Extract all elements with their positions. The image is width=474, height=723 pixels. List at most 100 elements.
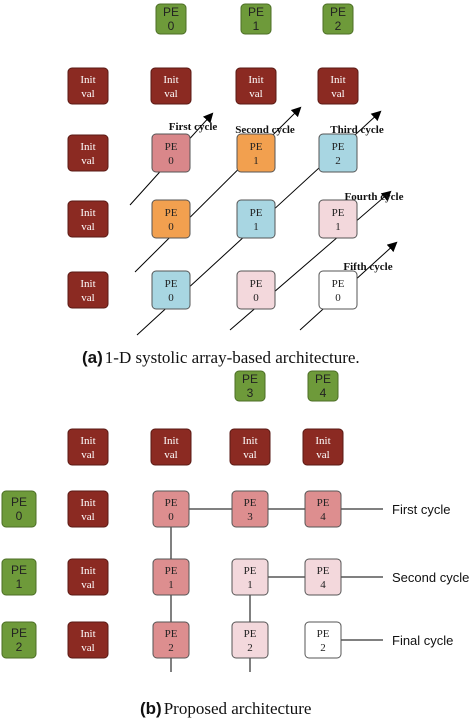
pe-b-2-1-line1: PE (165, 628, 178, 640)
init-val-b-2-0 (67, 621, 109, 659)
pe-b-2-2-line2: 2 (247, 642, 253, 654)
init-val-b-2-0-line1: Init (80, 628, 95, 640)
pe-a-2-1-line1: PE (165, 207, 178, 219)
top-pe-1-line2: 1 (253, 19, 260, 33)
caption-a-text: 1-D systolic array-based architecture. (105, 348, 360, 367)
init-val-a-0-1-line1: Init (163, 74, 178, 86)
pe-b-0-2 (231, 490, 269, 528)
pe-a-1-1 (151, 133, 191, 173)
pe-a-3-1-line1: PE (165, 278, 178, 290)
pe-a-2-2-line2: 1 (253, 221, 259, 233)
pe-b-0-1 (152, 490, 190, 528)
pe-b-1-2 (231, 558, 269, 596)
left-pe-b-0-line1: PE (11, 495, 27, 509)
pe-a-2-1 (151, 199, 191, 239)
pe-b-1-3 (304, 558, 342, 596)
top-pe-0 (155, 3, 187, 35)
init-val-a-0-0 (67, 67, 109, 105)
pe-a-1-3-line2: 2 (335, 155, 341, 167)
pe-a-1-2 (236, 133, 276, 173)
left-pe-b-2-line2: 2 (16, 640, 23, 654)
pe-b-1-2-line2: 1 (247, 579, 253, 591)
pe-b-0-3-line1: PE (317, 497, 330, 509)
init-val-a-0-3-line1: Init (330, 74, 345, 86)
cycle-label-a-1: Second cycle (235, 124, 295, 136)
top-pe-b-1-line2: 4 (320, 386, 327, 400)
init-val-a-0-0-line2: val (81, 88, 94, 100)
pe-b-2-2-line1: PE (244, 628, 257, 640)
init-val-b-top-0-line1: Init (80, 435, 95, 447)
pe-a-2-3-line1: PE (332, 207, 345, 219)
pe-b-2-1-line2: 2 (168, 642, 174, 654)
pe-a-3-2-line1: PE (250, 278, 263, 290)
pe-b-1-1 (152, 558, 190, 596)
caption-b: (b)Proposed architecture (140, 699, 311, 718)
init-val-b-1-0 (67, 558, 109, 596)
pe-a-3-1-line2: 0 (168, 292, 174, 304)
init-val-a-2-0 (67, 200, 109, 238)
init-val-a-1-0-line2: val (81, 155, 94, 167)
init-val-b-top-0 (67, 428, 109, 466)
pe-a-1-3 (318, 133, 358, 173)
top-pe-b-0-line1: PE (242, 372, 258, 386)
pe-b-0-1-line1: PE (165, 497, 178, 509)
pe-b-2-3-line2: 2 (320, 642, 326, 654)
left-pe-b-2-line1: PE (11, 626, 27, 640)
top-pe-0-line2: 0 (168, 19, 175, 33)
pe-a-2-3 (318, 199, 358, 239)
cycle-label-b-0: First cycle (392, 502, 451, 517)
pe-b-1-3-line2: 4 (320, 579, 326, 591)
init-val-b-top-3-line2: val (316, 449, 329, 461)
pe-b-0-1-line2: 0 (168, 511, 174, 523)
top-pe-1-line1: PE (248, 5, 264, 19)
init-val-a-0-3 (317, 67, 359, 105)
cycle-label-b-2: Final cycle (392, 633, 453, 648)
pe-b-0-3 (304, 490, 342, 528)
caption-a: (a)1-D systolic array-based architecture… (82, 348, 360, 367)
pe-a-1-3-line1: PE (332, 141, 345, 153)
init-val-b-0-0-line2: val (81, 511, 94, 523)
pe-a-1-1-line2: 0 (168, 155, 174, 167)
init-val-b-top-2-line1: Init (242, 435, 257, 447)
pe-a-3-3 (318, 270, 358, 310)
boxes-layer (1, 3, 359, 659)
pe-a-1-1-line1: PE (165, 141, 178, 153)
left-pe-b-1-line1: PE (11, 563, 27, 577)
pe-a-3-1 (151, 270, 191, 310)
init-val-a-3-0-line2: val (81, 292, 94, 304)
pe-b-2-1 (152, 621, 190, 659)
pe-a-2-2-line1: PE (250, 207, 263, 219)
init-val-a-2-0-line2: val (81, 221, 94, 233)
left-pe-b-0 (1, 490, 37, 528)
pe-b-1-1-line1: PE (165, 565, 178, 577)
cycle-label-a-2: Third cycle (330, 124, 384, 136)
cycle-label-a-3: Fourth cycle (345, 191, 404, 203)
init-val-a-3-0-line1: Init (80, 278, 95, 290)
pe-b-0-2-line1: PE (244, 497, 257, 509)
init-val-b-top-1-line2: val (164, 449, 177, 461)
top-pe-2 (322, 3, 354, 35)
init-val-a-3-0 (67, 271, 109, 309)
init-val-a-0-0-line1: Init (80, 74, 95, 86)
pe-b-1-1-line2: 1 (168, 579, 174, 591)
pe-b-1-2-line1: PE (244, 565, 257, 577)
top-pe-b-0 (234, 370, 266, 402)
init-val-b-top-1 (150, 428, 192, 466)
pe-b-2-3-line1: PE (317, 628, 330, 640)
init-val-b-2-0-line2: val (81, 642, 94, 654)
top-pe-2-line2: 2 (335, 19, 342, 33)
pe-a-2-3-line2: 1 (335, 221, 341, 233)
left-pe-b-2 (1, 621, 37, 659)
pe-a-1-2-line2: 1 (253, 155, 259, 167)
labels-layer: PE0PE1PE2InitvalInitvalInitvalInitvalIni… (11, 5, 469, 718)
left-pe-b-1 (1, 558, 37, 596)
init-val-a-1-0 (67, 134, 109, 172)
top-pe-b-0-line2: 3 (247, 386, 254, 400)
cycle-label-b-1: Second cycle (392, 570, 469, 585)
init-val-a-0-1-line2: val (164, 88, 177, 100)
init-val-a-0-2-line2: val (249, 88, 262, 100)
pe-b-2-2 (231, 621, 269, 659)
pe-a-3-3-line1: PE (332, 278, 345, 290)
